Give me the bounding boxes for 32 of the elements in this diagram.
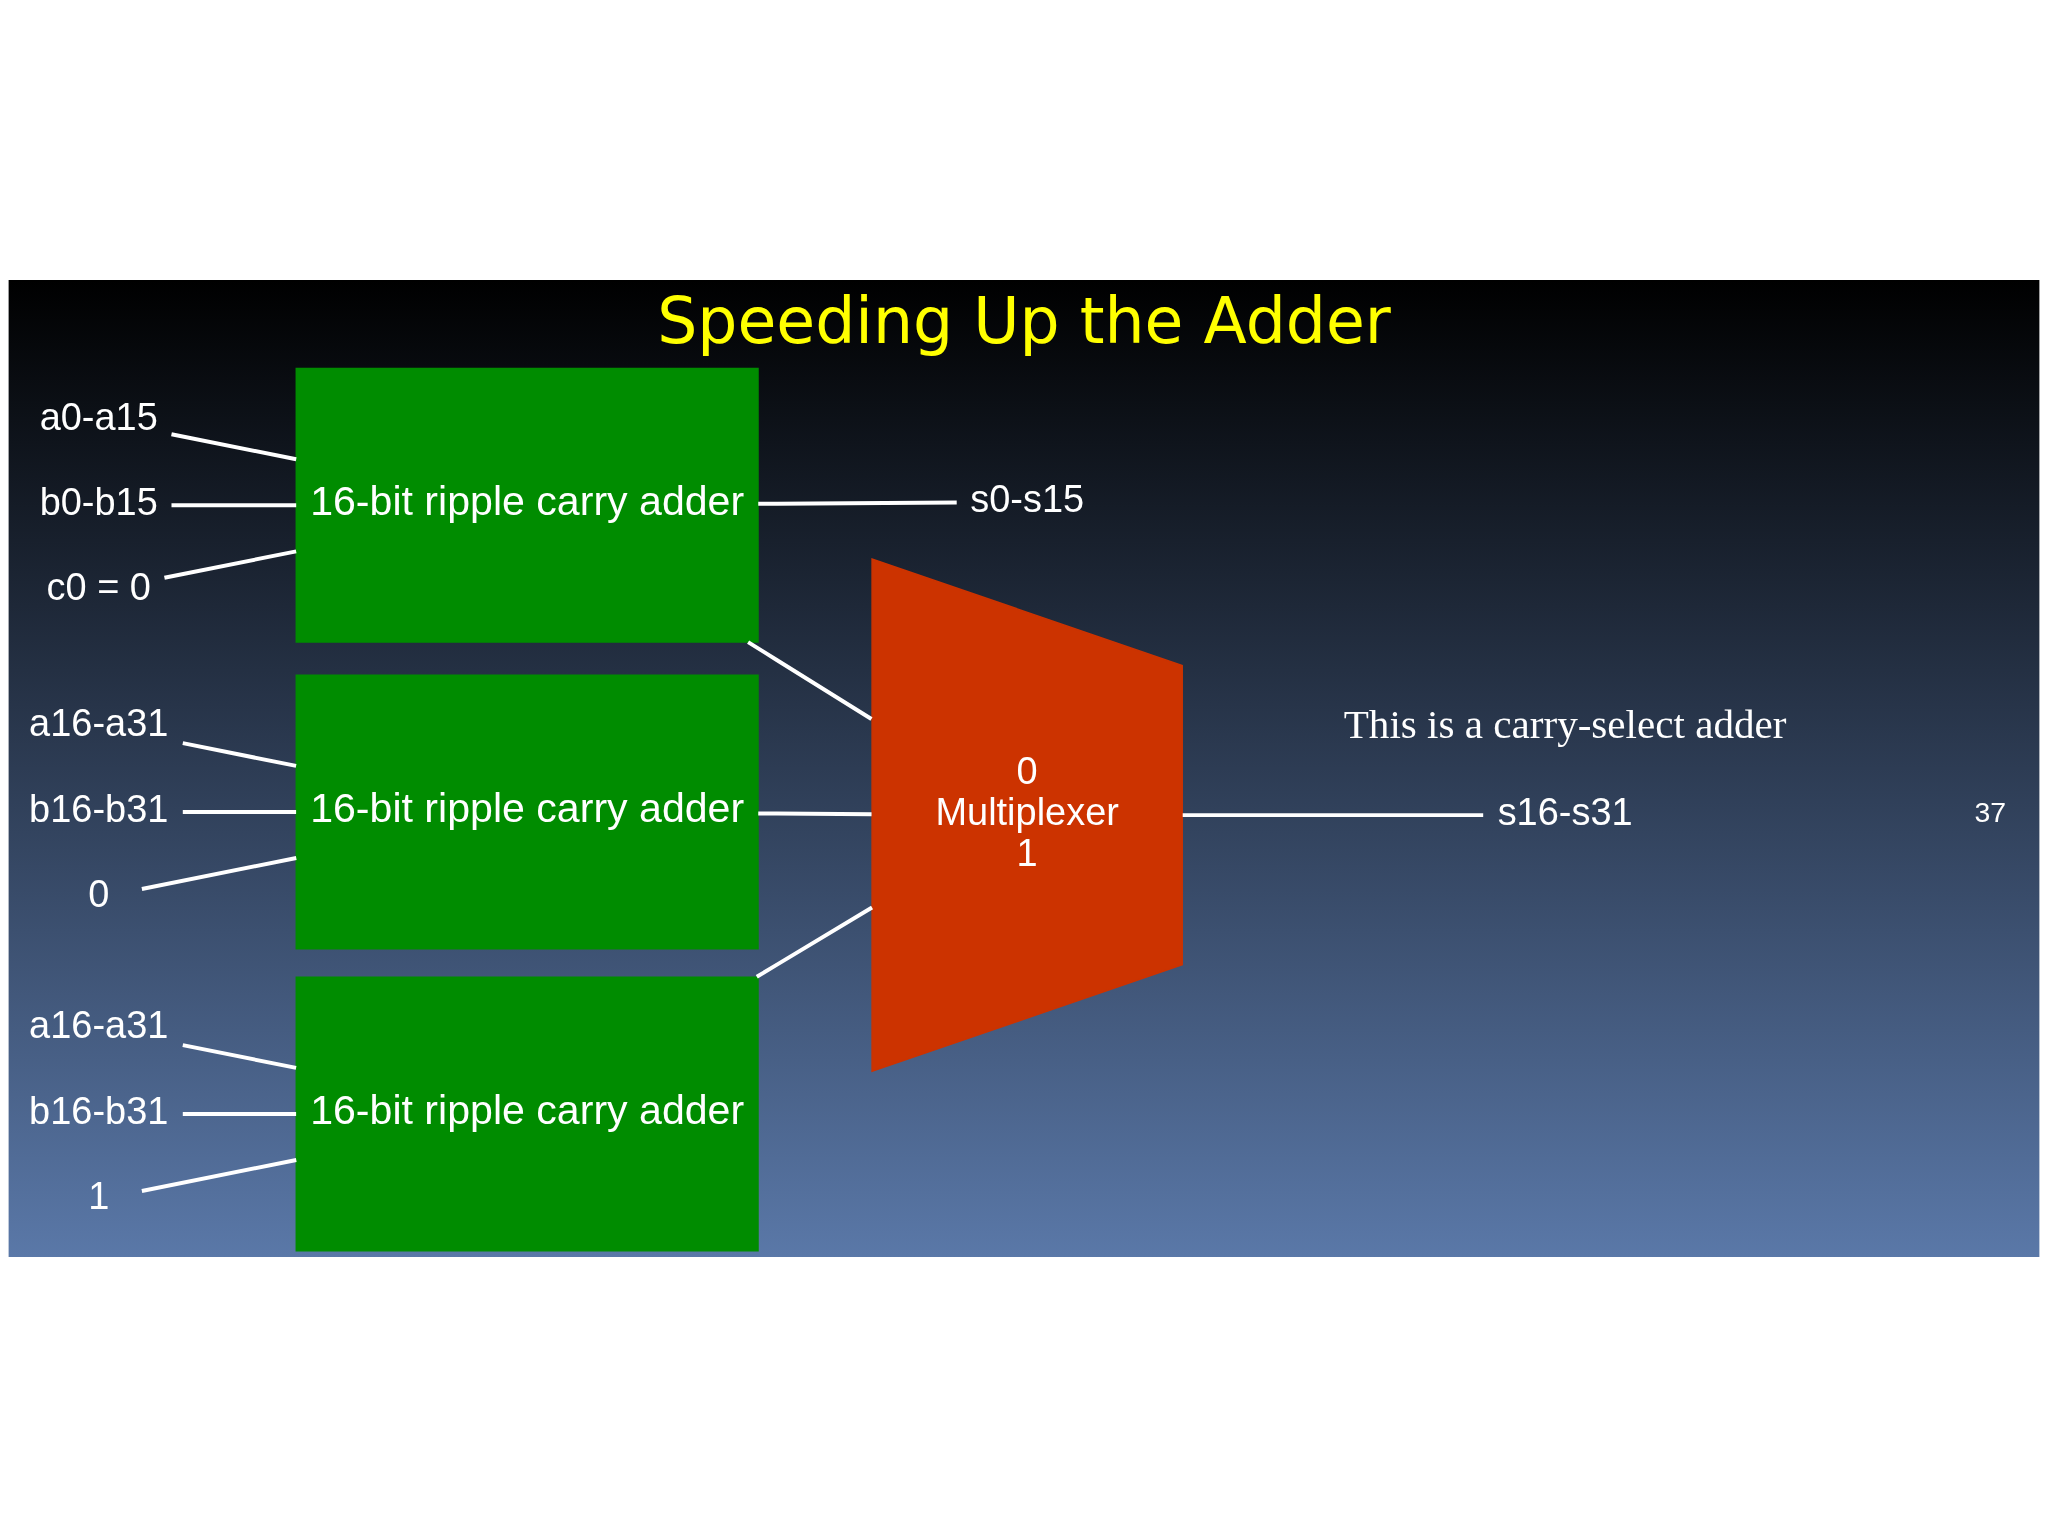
node-box: 16-bit ripple carry adder <box>295 673 759 949</box>
connector <box>1182 812 1484 817</box>
node-box: 0 Multiplexer 1 <box>871 557 1183 1072</box>
node-text: c0 = 0 <box>46 565 151 608</box>
connector <box>141 1157 297 1193</box>
label: This is a carry-select adder <box>1343 700 1787 747</box>
connector <box>182 740 297 768</box>
diagram-title: Speeding Up the Adder <box>657 283 1391 358</box>
connector <box>755 905 874 978</box>
connector <box>164 548 297 580</box>
connector <box>182 1042 297 1070</box>
node-text: 0 <box>88 872 110 915</box>
node-text: 1 <box>88 1174 110 1217</box>
node-box: 16-bit ripple carry adder <box>295 975 759 1251</box>
node-text: a0-a15 <box>39 395 158 438</box>
node-text: s0-s15 <box>970 477 1085 520</box>
label: 37 <box>1974 795 2007 828</box>
connector <box>747 639 873 721</box>
node-text: b16-b31 <box>29 787 169 830</box>
node-box: 16-bit ripple carry adder <box>295 367 759 643</box>
connector <box>758 500 957 506</box>
connector <box>182 1111 297 1116</box>
connector <box>758 810 872 816</box>
node-text: a16-a31 <box>29 1003 169 1046</box>
connector <box>141 855 297 891</box>
connector <box>171 431 297 461</box>
node-text: s16-s31 <box>1497 790 1633 833</box>
node-text: b0-b15 <box>39 480 158 523</box>
connector <box>182 809 297 814</box>
node-text: b16-b31 <box>29 1089 169 1132</box>
connector <box>171 502 297 507</box>
node-text: a16-a31 <box>29 701 169 744</box>
